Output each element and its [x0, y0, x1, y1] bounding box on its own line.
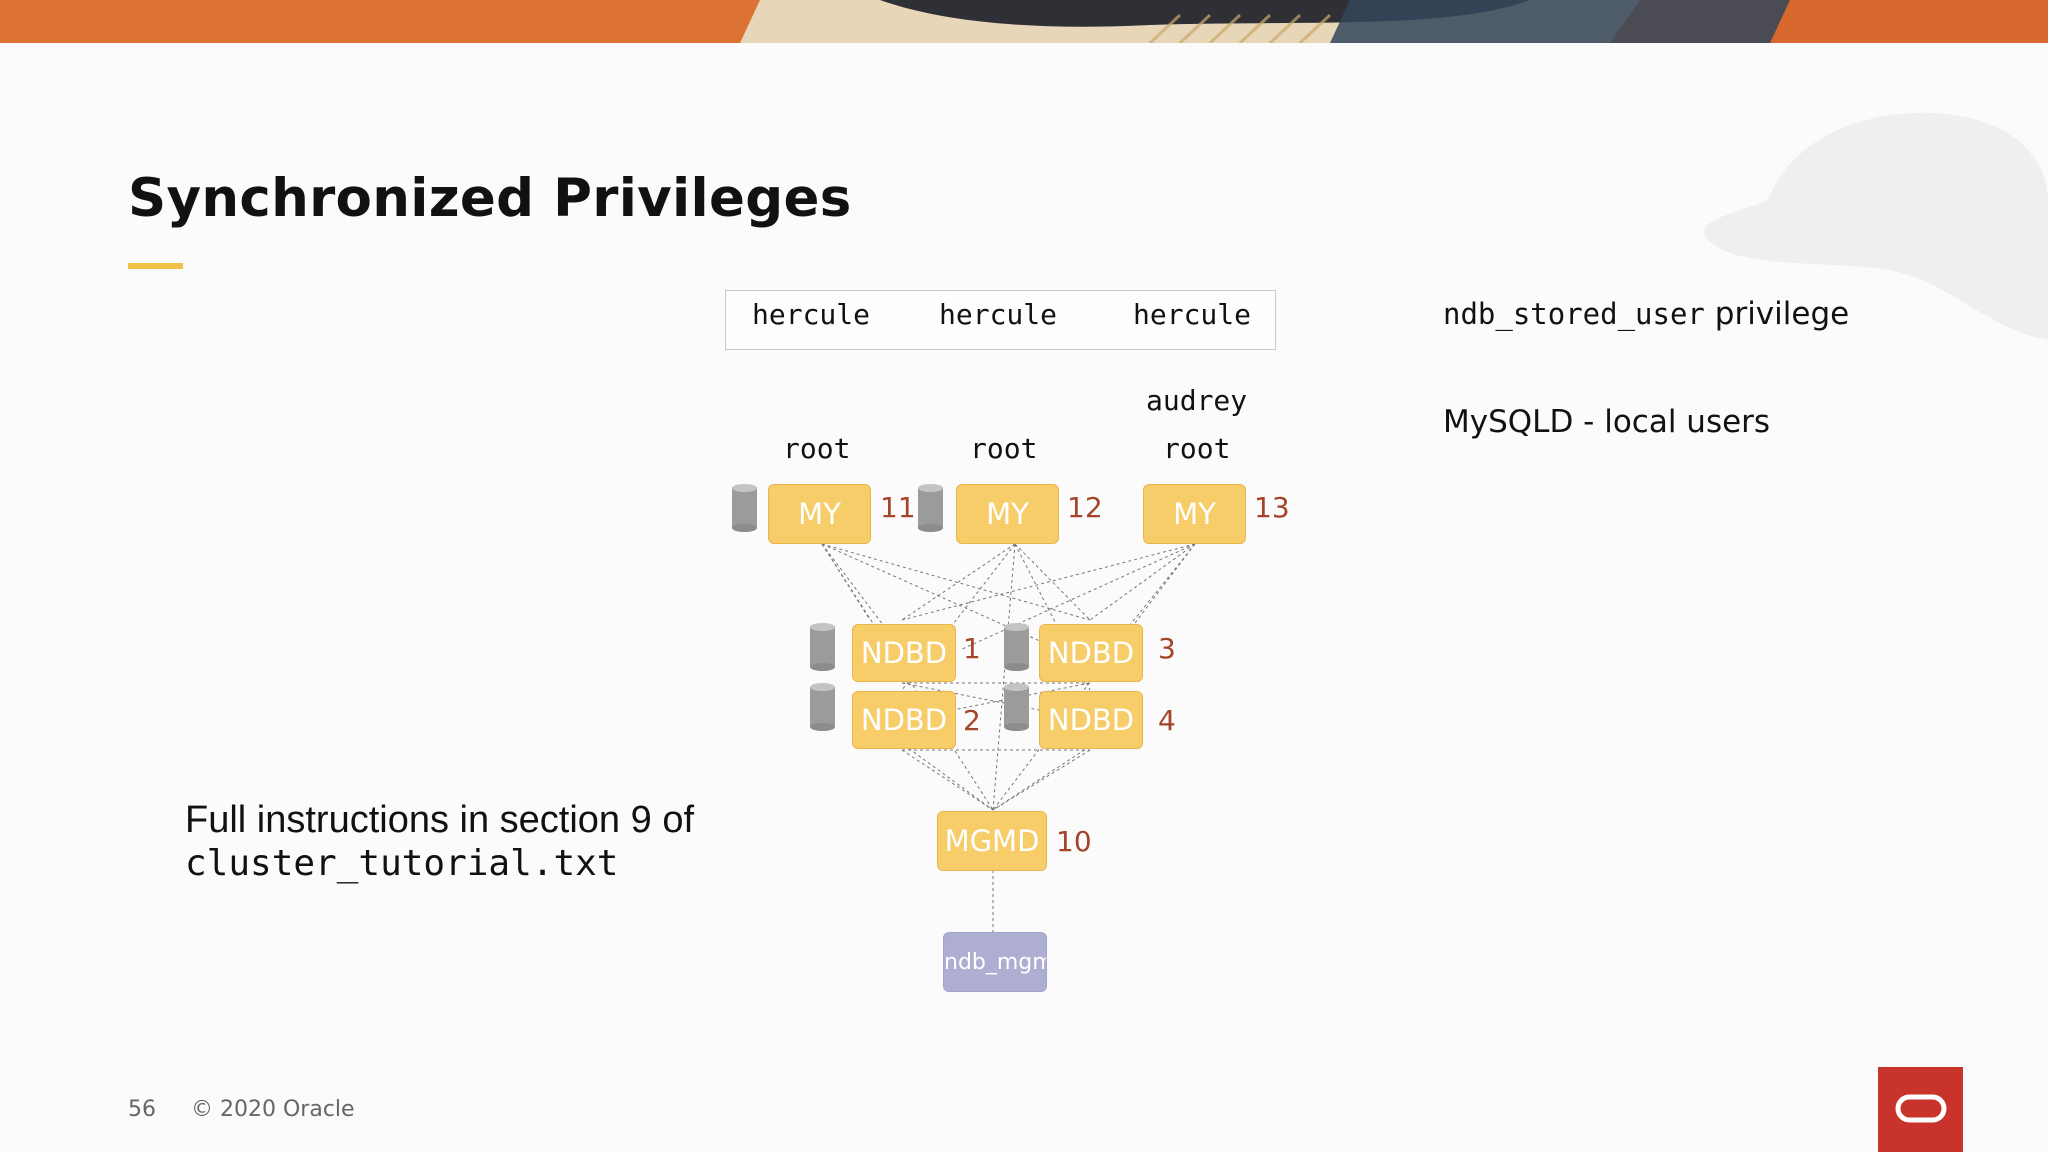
management-node: MGMD [937, 811, 1047, 871]
data-node: NDBD [1039, 691, 1143, 749]
node-id: 12 [1067, 491, 1103, 524]
sql-node: MY [956, 484, 1059, 544]
host-label: hercule [939, 298, 1058, 331]
title-accent-bar [128, 263, 183, 269]
node-id: 11 [880, 491, 916, 524]
host-label: hercule [752, 298, 871, 331]
instructions-line: Full instructions in section 9 of [185, 799, 695, 841]
privilege-code: ndb_stored_user [1443, 297, 1705, 331]
host-label: hercule [1133, 298, 1252, 331]
sql-node: MY [1143, 484, 1246, 544]
sql-node: MY [768, 484, 871, 544]
page-number: 56 [128, 1097, 156, 1122]
privilege-text: privilege [1714, 296, 1850, 332]
database-cylinder-icon [810, 623, 835, 671]
database-cylinder-icon [918, 484, 943, 532]
node-id: 1 [963, 632, 981, 665]
host-group-box [725, 290, 1276, 350]
node-id: 4 [1158, 704, 1176, 737]
data-node: NDBD [852, 624, 956, 682]
node-id: 3 [1158, 632, 1176, 665]
database-cylinder-icon [1004, 683, 1029, 731]
node-id: 2 [963, 704, 981, 737]
user-label-audrey: audrey [1146, 384, 1248, 417]
data-node: NDBD [1039, 624, 1143, 682]
instructions-note: Full instructions in section 9 of cluste… [185, 798, 694, 886]
ndb-mgm-client: ndb_mgm [943, 932, 1047, 992]
database-cylinder-icon [732, 484, 757, 532]
decorative-banner [0, 0, 2048, 43]
data-node: NDBD [852, 691, 956, 749]
node-id: 13 [1254, 491, 1290, 524]
node-id: 10 [1056, 825, 1092, 858]
database-cylinder-icon [810, 683, 835, 731]
user-label: root [970, 432, 1038, 465]
slide-title: Synchronized Privileges [128, 168, 852, 229]
user-label: root [783, 432, 851, 465]
oracle-logo-icon [1878, 1067, 1963, 1152]
privilege-note: ndb_stored_user privilege [1443, 296, 1849, 332]
instructions-file: cluster_tutorial.txt [185, 843, 619, 884]
copyright: © 2020 Oracle [191, 1097, 355, 1122]
decorative-texture [1703, 112, 2048, 340]
user-label: root [1163, 432, 1231, 465]
local-users-note: MySQLD - local users [1443, 404, 1771, 440]
database-cylinder-icon [1004, 623, 1029, 671]
